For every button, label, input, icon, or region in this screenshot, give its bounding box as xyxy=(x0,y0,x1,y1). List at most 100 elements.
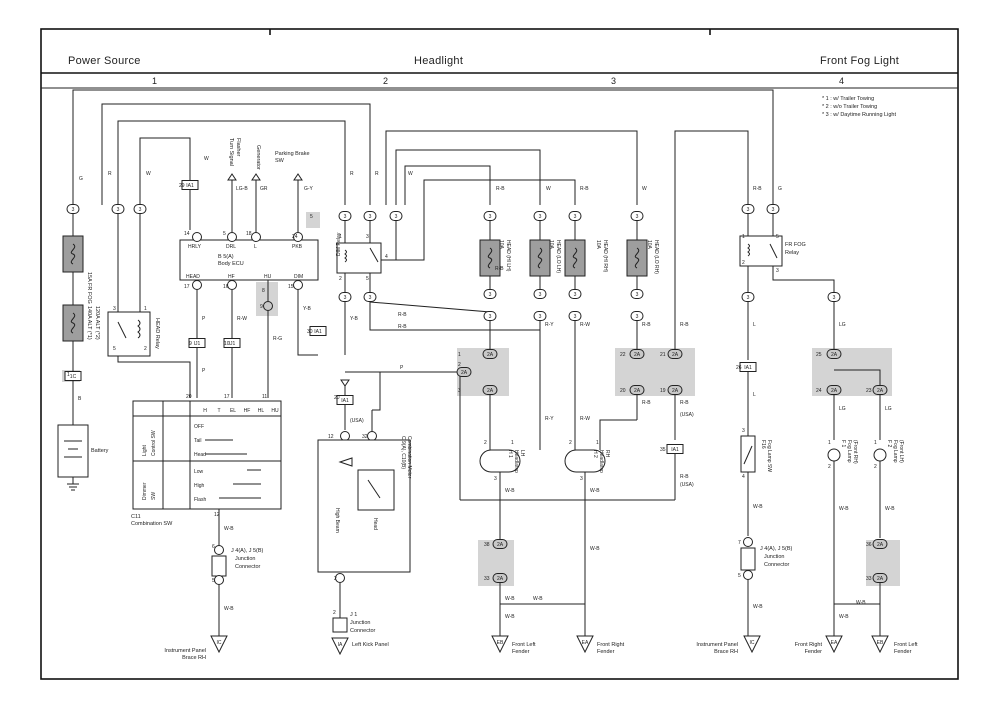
wire-color: LG-B xyxy=(236,186,248,192)
wire-color: R-B xyxy=(680,322,689,328)
pin-number: 25 xyxy=(816,352,822,358)
switch-label: F16 xyxy=(760,440,766,449)
connector-ia1 xyxy=(666,444,684,454)
pin-connector xyxy=(363,211,377,221)
ecu-pin-name: DRL xyxy=(226,244,236,250)
junction-connector-j1 xyxy=(332,617,348,633)
fuse-label: HEAD (HI RH) xyxy=(602,240,608,273)
meter-label: Head xyxy=(372,518,378,530)
connector-code: 2A xyxy=(877,542,884,548)
table-header: H xyxy=(203,408,207,414)
lamp-label: H 1 xyxy=(507,450,513,458)
pin-number: 11 xyxy=(262,394,267,400)
meter-label: High Beam xyxy=(334,508,340,533)
junction-label: J 4(A), J 5(B) xyxy=(231,548,264,554)
component-label: Turn Signal xyxy=(228,138,234,166)
connector-code: 2A xyxy=(634,352,641,358)
pin-number: 1 xyxy=(742,234,745,240)
note-daytime-running-light: * 3 : w/ Daytime Running Light xyxy=(822,112,896,118)
pin-connector xyxy=(263,301,273,311)
shaded-region xyxy=(615,348,695,396)
wire-color: W xyxy=(204,156,209,162)
fog-lamp-lh xyxy=(873,448,887,462)
wire-color: B xyxy=(78,396,82,402)
relay-label: HEAD Relay xyxy=(154,318,160,349)
component-label: Flasher xyxy=(235,138,241,157)
ground-code: IC xyxy=(217,640,222,646)
wire xyxy=(117,356,191,398)
shaded-region xyxy=(256,282,278,316)
pin-connector xyxy=(827,292,841,302)
wire-color: R-B xyxy=(496,186,505,192)
connector-code: 2A xyxy=(487,388,494,394)
pin-number: 9 xyxy=(189,341,192,347)
pin-number: 3 xyxy=(747,295,750,301)
pin-number: 35 xyxy=(660,447,666,453)
pin-number: 3 xyxy=(494,476,497,482)
table-label: Light xyxy=(142,445,148,456)
wire-color: W-B xyxy=(590,488,600,494)
wire xyxy=(599,419,637,450)
wire-color: R-G xyxy=(273,336,282,342)
pin-number: 5 xyxy=(776,234,779,240)
lamp-label: (Front RH) xyxy=(852,440,858,464)
wire xyxy=(369,302,540,331)
pin-number: 2 xyxy=(334,576,337,582)
pin-connector xyxy=(111,204,125,214)
wire-color: R-B xyxy=(642,322,651,328)
wire-color: R xyxy=(350,171,354,177)
connector-ia1 xyxy=(181,180,199,190)
pin-number: 16 xyxy=(223,284,229,290)
wire-color: W-B xyxy=(839,614,849,620)
fuse-label: 10A xyxy=(595,240,601,250)
pin-number: 3 xyxy=(395,214,398,220)
ground-symbol xyxy=(331,637,349,656)
connector-ij1 xyxy=(188,338,206,348)
fuse-element xyxy=(634,247,640,269)
junction-label: J 1 xyxy=(350,612,357,618)
table-header: HF xyxy=(244,408,251,414)
fuse-element xyxy=(70,312,76,334)
pin-connector xyxy=(533,311,547,321)
fuse-element xyxy=(537,247,543,269)
table-label: Dimmer xyxy=(142,482,148,500)
pin-number: 5 xyxy=(223,231,226,237)
ground-code: IA xyxy=(338,642,343,648)
pin-number: 8 xyxy=(262,288,265,294)
pin-number: 3 xyxy=(489,292,492,298)
pin-connector xyxy=(533,211,547,221)
pin-number: 1 xyxy=(874,440,877,446)
pin-connector xyxy=(338,292,352,302)
lamp-label: (Front LH) xyxy=(898,440,904,463)
pin-connector xyxy=(741,204,755,214)
pin-connector xyxy=(133,204,147,214)
pin-connector xyxy=(227,232,237,242)
pin-connector xyxy=(743,537,753,547)
section-power-source: Power Source xyxy=(68,55,141,67)
ground-code: IC xyxy=(750,640,755,646)
connector-code: 2A xyxy=(487,352,494,358)
ground-code: EA xyxy=(582,640,589,646)
pin-connector xyxy=(741,292,755,302)
ecu-pin-name: HEAD xyxy=(186,274,200,280)
pin-number: 21 xyxy=(660,352,666,358)
pin-number: 3 xyxy=(580,476,583,482)
pin-number: 32 xyxy=(362,434,368,440)
wire xyxy=(674,130,697,355)
pin-connector xyxy=(293,232,303,242)
pin-number: 1 xyxy=(511,440,514,446)
lamp-label: Headlamp xyxy=(598,450,604,473)
connector-ia1 xyxy=(336,395,354,405)
ecu-pin-name: HRLY xyxy=(188,244,202,250)
connector-code: 2A xyxy=(877,576,884,582)
ecu-pin-name: HF xyxy=(228,274,235,280)
junction-label: Connector xyxy=(764,562,790,568)
ecu-pin-name: DIM xyxy=(294,274,303,280)
connector-2a xyxy=(872,573,888,583)
pin-connector xyxy=(227,280,237,290)
wire-color: P xyxy=(400,365,404,371)
wire-color: R-B xyxy=(642,400,651,406)
connector-2a xyxy=(826,349,842,359)
wire xyxy=(385,130,638,205)
